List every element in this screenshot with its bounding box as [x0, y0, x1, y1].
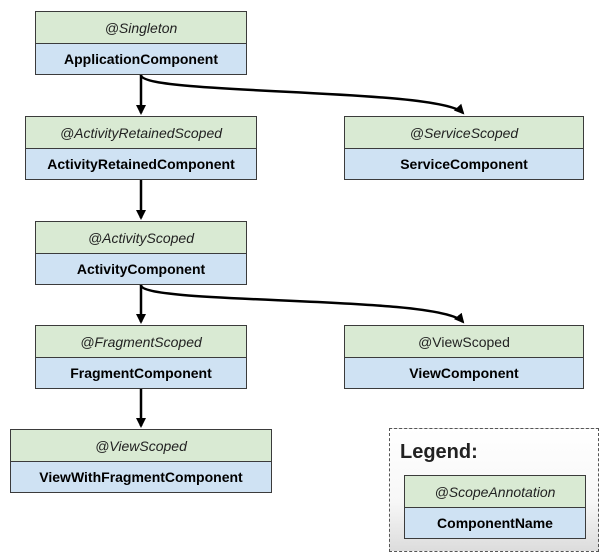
node-annotation: @Singleton [36, 12, 246, 44]
legend-title: Legend: [400, 441, 478, 463]
node-fragment-component: @FragmentScoped FragmentComponent [35, 325, 247, 389]
node-activity-retained-component: @ActivityRetainedScoped ActivityRetained… [25, 116, 257, 180]
edge-application-to-service [139, 73, 465, 115]
node-component-name: ActivityComponent [36, 254, 246, 284]
node-view-with-fragment-component: @ViewScoped ViewWithFragmentComponent [10, 429, 272, 493]
legend-sample-node: @ScopeAnnotation ComponentName [404, 475, 586, 539]
legend-component-name: ComponentName [405, 508, 585, 538]
node-component-name: ActivityRetainedComponent [26, 149, 256, 179]
legend-annotation: @ScopeAnnotation [405, 476, 585, 508]
node-annotation: @FragmentScoped [36, 326, 246, 358]
node-component-name: ApplicationComponent [36, 44, 246, 74]
node-service-component: @ServiceScoped ServiceComponent [344, 116, 584, 180]
node-view-component: @ViewScoped ViewComponent [344, 325, 584, 389]
node-component-name: ViewWithFragmentComponent [11, 462, 271, 492]
node-annotation: @ServiceScoped [345, 117, 583, 149]
node-annotation: @ActivityRetainedScoped [26, 117, 256, 149]
node-annotation: @ActivityScoped [36, 222, 246, 254]
node-component-name: ViewComponent [345, 358, 583, 388]
node-annotation: @ViewScoped [345, 326, 583, 358]
edge-activity-to-view [139, 283, 465, 324]
node-application-component: @Singleton ApplicationComponent [35, 11, 247, 75]
node-component-name: ServiceComponent [345, 149, 583, 179]
node-component-name: FragmentComponent [36, 358, 246, 388]
node-annotation: @ViewScoped [11, 430, 271, 462]
legend: Legend: @ScopeAnnotation ComponentName [389, 428, 599, 552]
node-activity-component: @ActivityScoped ActivityComponent [35, 221, 247, 285]
